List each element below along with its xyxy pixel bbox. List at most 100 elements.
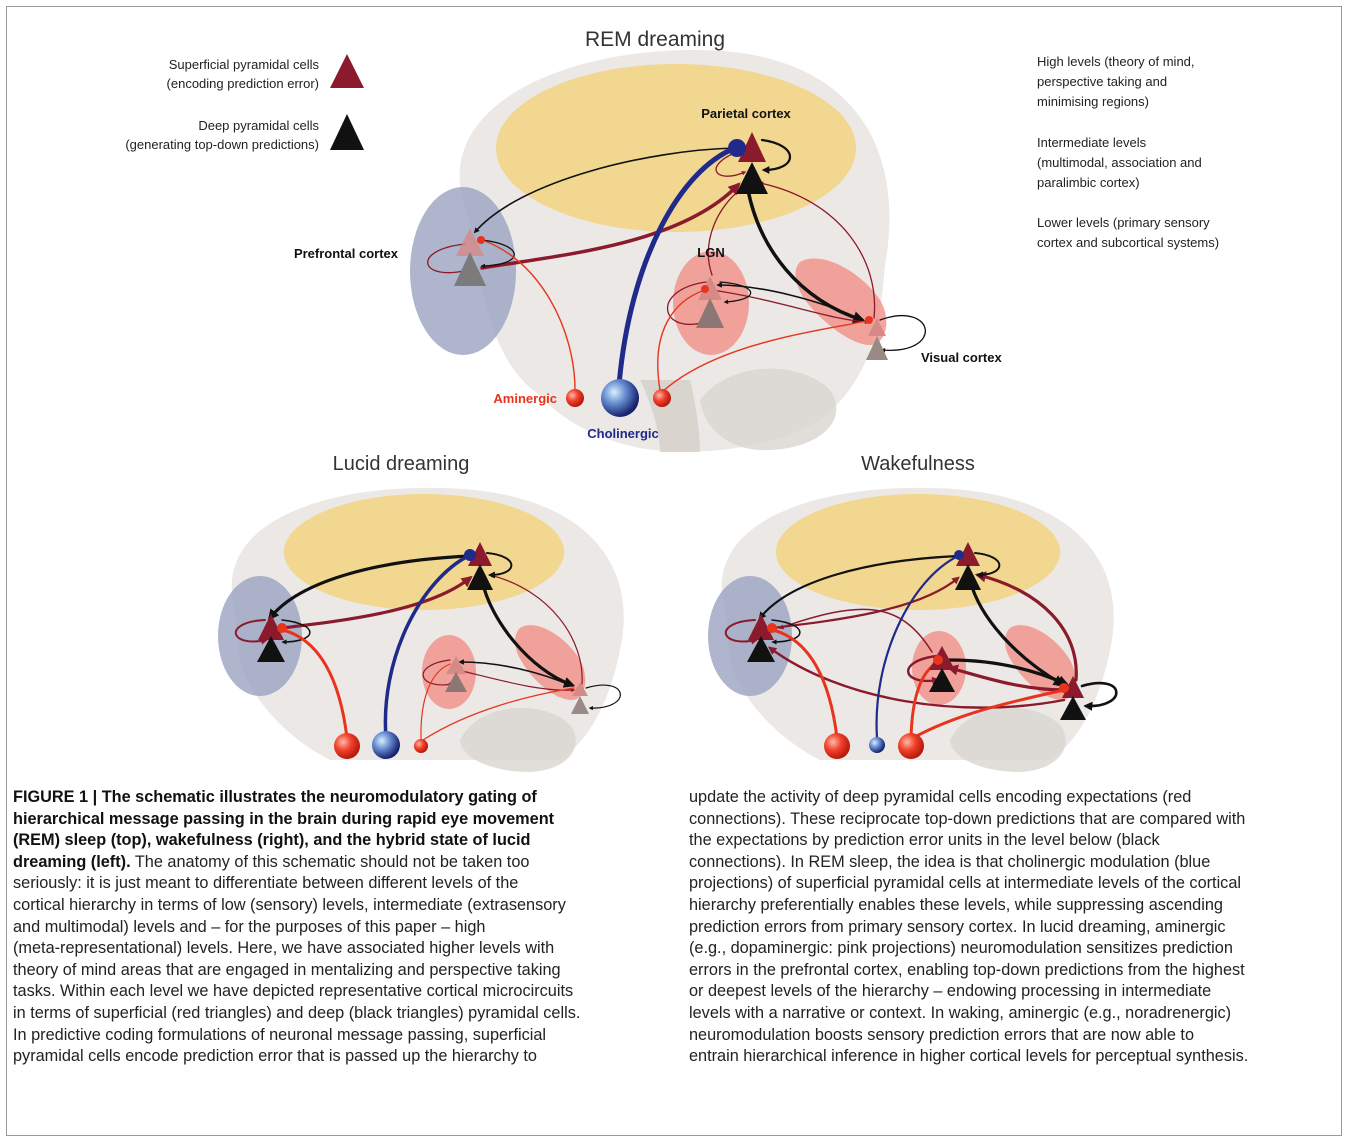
wake-aminergic-to-visual (911, 688, 1066, 740)
lucid-aminergic-nucleus-left (334, 733, 360, 759)
wake-loop-lgn-red (907, 654, 941, 686)
rem-cholinergic-nucleus (601, 379, 639, 417)
level-lower-line2: cortex and subcortical systems) (1037, 235, 1219, 250)
lucid-cholinergic-nucleus (372, 731, 400, 759)
legend-superficial-line1: Superficial pyramidal cells (169, 57, 320, 72)
caption-text-segment: in terms of superficial (red triangles) … (13, 1003, 581, 1022)
wake-visual-to-parietal-red (974, 571, 1078, 682)
rem-panel: REM dreaming Parietal cortex Prefrontal … (294, 28, 1002, 452)
rem-aminergic-to-visual (661, 319, 871, 393)
caption-left-line: (meta-representational) levels. Here, we… (13, 938, 675, 960)
lucid-cholinergic-projection (383, 553, 472, 740)
wake-visual-superficial-cell (1062, 676, 1084, 698)
caption-left-line: hierarchical message passing in the brai… (13, 809, 675, 831)
wake-panel: Wakefulness (708, 453, 1118, 772)
rem-visual-superficial-cell (868, 318, 886, 336)
wake-parietal-cholinergic-terminal (954, 550, 964, 560)
wake-cholinergic-projection (875, 554, 960, 740)
caption-left-line: in terms of superficial (red triangles) … (13, 1003, 675, 1025)
wake-aminergic-nucleus-left (824, 733, 850, 759)
caption-left-line: seriously: it is just meant to different… (13, 873, 675, 895)
wake-parietal-superficial-cell (956, 542, 980, 566)
caption-text-segment: pyramidal cells encode prediction error … (13, 1047, 537, 1066)
rem-visual-to-lgn-black (716, 282, 863, 321)
wake-visual-deep-cell (1060, 696, 1086, 720)
rem-aminergic-nucleus-right (653, 389, 671, 407)
caption-right-line: connections). In REM sleep, the idea is … (689, 852, 1211, 871)
caption-text-segment: In predictive coding formulations of neu… (13, 1025, 547, 1044)
caption-left-line: dreaming (left). The anatomy of this sch… (13, 852, 675, 874)
lucid-loop-pfc-black (281, 619, 311, 645)
caption-text-segment: and multimodal) levels and – for the pur… (13, 917, 486, 936)
lucid-visual-deep-cell (571, 696, 589, 714)
legend-deep-triangle (330, 114, 364, 150)
lucid-panel: Lucid dreaming (218, 453, 624, 772)
wake-cerebellum (950, 707, 1066, 772)
wake-aminergic-nucleus-right (898, 733, 924, 759)
lucid-lgn-superficial-cell (446, 656, 466, 674)
lucid-pfc-superficial-cell (258, 614, 284, 640)
rem-lgn-to-parietal-red (707, 189, 742, 276)
caption-right-line: prediction errors from primary sensory c… (689, 917, 1226, 936)
rem-visual-aminergic-terminal (865, 316, 873, 324)
rem-lgn-label: LGN (697, 245, 724, 260)
rem-aminergic-to-lgn (657, 289, 706, 391)
caption-text-segment: cortical hierarchy in terms of low (sens… (13, 895, 566, 914)
lucid-aminergic-nucleus-right (414, 739, 428, 753)
wake-lgn-to-visual-black (948, 658, 1070, 686)
level-key: High levels (theory of mind, perspective… (1037, 54, 1219, 250)
rem-visual-deep-cell (866, 336, 888, 360)
wake-parietal-to-pfc-black (758, 554, 960, 620)
lucid-loop-visual (585, 684, 621, 711)
wake-pfc-superficial-cell (748, 614, 774, 640)
level-high-line1: High levels (theory of mind, (1037, 54, 1195, 69)
legend-deep-line2: (generating top-down predictions) (125, 137, 319, 152)
lucid-visual-to-lgn-black (458, 659, 573, 687)
caption-right-line: (e.g., dopaminergic: pink projections) n… (689, 939, 1233, 958)
caption-right-column: update the activity of deep pyramidal ce… (689, 787, 1334, 1068)
lucid-pfc-deep-cell (257, 636, 285, 662)
caption-text-segment: tasks. Within each level we have depicte… (13, 982, 574, 1001)
caption-left-line: pyramidal cells encode prediction error … (13, 1046, 675, 1068)
lucid-parietal-to-visual-black (480, 578, 576, 688)
wake-cholinergic-nucleus (869, 737, 885, 753)
rem-aminergic-to-pfc (481, 239, 576, 391)
level-high-line2: perspective taking and (1037, 74, 1167, 89)
lucid-loop-lgn (422, 659, 454, 687)
level-lower-line1: Lower levels (primary sensory (1037, 215, 1210, 230)
caption-left-line: tasks. Within each level we have depicte… (13, 981, 675, 1003)
caption-text-segment: seriously: it is just meant to different… (13, 874, 519, 893)
rem-loop-visual (879, 314, 926, 353)
caption-text-segment: theory of mind areas that are engaged in… (13, 960, 561, 979)
caption-right-line: connections). These reciprocate top-down… (689, 809, 1246, 828)
rem-aminergic-label: Aminergic (493, 391, 557, 406)
lucid-loop-pfc-red (234, 619, 269, 645)
caption-left-line: cortical hierarchy in terms of low (sens… (13, 895, 675, 917)
caption-title-segment: dreaming (left). (13, 852, 131, 871)
level-intermediate-line1: Intermediate levels (1037, 135, 1147, 150)
rem-loop-parietal-red (715, 149, 747, 177)
lucid-pfc-to-parietal-red (280, 575, 473, 630)
legend-superficial-triangle (330, 54, 364, 88)
legend: Superficial pyramidal cells (encoding pr… (125, 54, 364, 152)
rem-loop-lgn (666, 281, 707, 326)
lucid-pfc-aminergic-terminal (277, 623, 287, 633)
caption-right-line: entrain hierarchical inference in higher… (689, 1047, 1249, 1066)
caption-title-segment: FIGURE 1 | The schematic illustrates the… (13, 788, 537, 806)
caption-left-column: FIGURE 1 | The schematic illustrates the… (13, 787, 675, 1068)
rem-parietal-cholinergic-terminal (728, 139, 746, 157)
lucid-visual-superficial-cell (572, 682, 588, 696)
wake-visual-aminergic-terminal (1059, 683, 1069, 693)
legend-deep-line1: Deep pyramidal cells (198, 118, 319, 133)
lucid-aminergic-to-pfc (281, 628, 349, 740)
caption-text-segment: (meta-representational) levels. Here, we… (13, 939, 555, 958)
lucid-parietal-cholinergic-terminal (464, 549, 476, 561)
rem-loop-pfc (427, 243, 470, 274)
rem-cholinergic-label: Cholinergic (587, 426, 659, 441)
wake-pfc-aminergic-terminal (767, 623, 777, 633)
rem-visual-region (795, 258, 887, 345)
wake-high-level-region (776, 494, 1060, 610)
lucid-title: Lucid dreaming (333, 453, 470, 475)
rem-visual-to-parietal-red (758, 181, 876, 319)
rem-cerebellum (700, 368, 837, 451)
